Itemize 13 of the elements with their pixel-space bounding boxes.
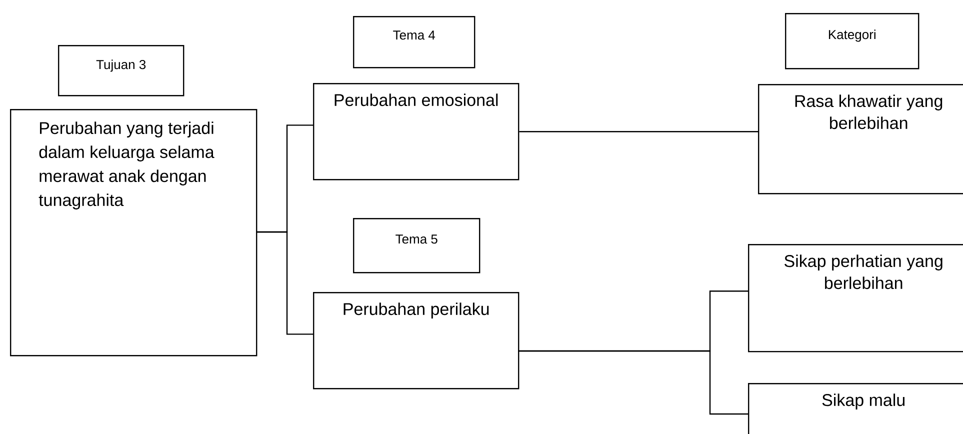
category-box: Sikap malu [748, 383, 963, 434]
category-box: Rasa khawatir yang berlebihan [758, 84, 963, 194]
theme-box: Perubahan perilaku [313, 292, 520, 390]
label-box: Tema 5 [353, 218, 480, 274]
category-box: Sikap perhatian yang berlebihan [748, 244, 963, 352]
goal-box: Perubahan yang terjadi dalam keluarga selama merawat anak dengan tunagrahita [10, 109, 258, 356]
label-box: Kategori [785, 13, 920, 70]
connector-line [256, 231, 313, 335]
theme-box: Perubahan emosional [313, 83, 520, 180]
connector-line [518, 350, 748, 415]
connector-line [519, 131, 758, 132]
label-box: Tujuan 3 [58, 45, 184, 96]
label-box: Tema 4 [353, 16, 476, 68]
